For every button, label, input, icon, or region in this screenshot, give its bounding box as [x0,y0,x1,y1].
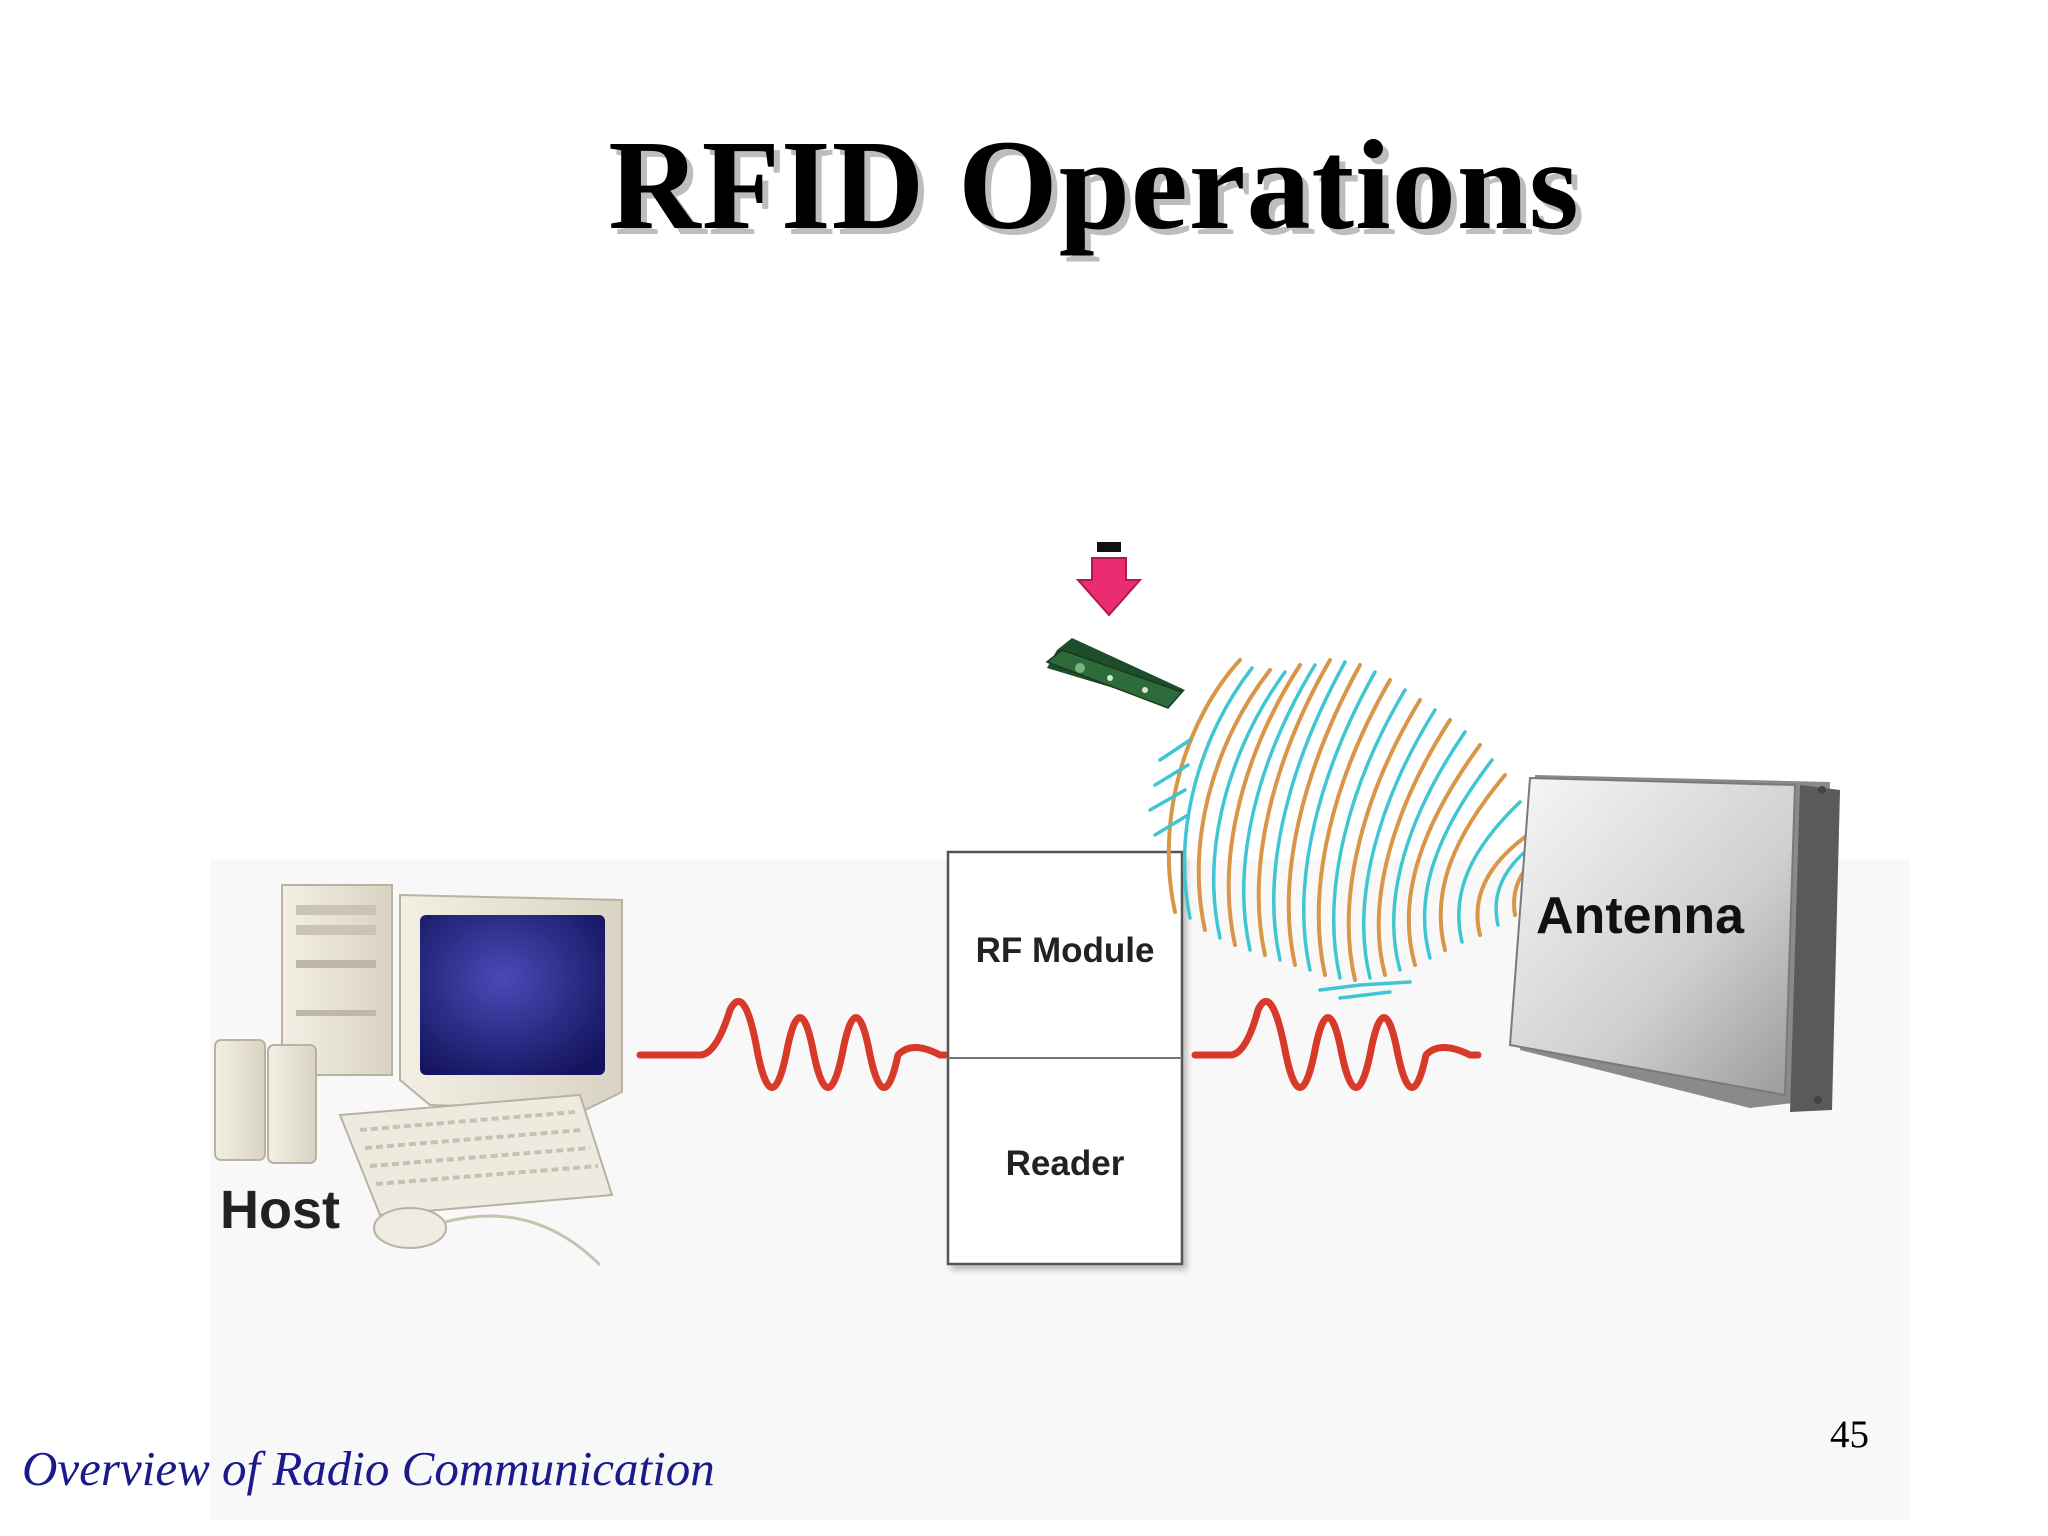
slide-title: RFID Operations [608,114,1580,256]
reader-label: Reader [1006,1144,1125,1183]
rf-field-waves [1148,658,1547,1000]
pointer-arrow-icon [1075,542,1143,617]
antenna-icon: Antenna [1508,775,1840,1112]
slide-footer: Overview of Radio Communication [22,1441,715,1496]
host-label: Host [220,1180,340,1240]
antenna-label: Antenna [1536,887,1745,945]
computer-icon: Host [214,884,623,1267]
host-reader-signal-wave [636,997,949,1091]
page-number: 45 [1830,1413,1869,1456]
reader-unit: RF Module Reader [946,850,1184,1266]
rf-module-label: RF Module [976,931,1155,970]
rfid-tag-icon [1045,638,1185,709]
reader-antenna-signal-wave [1191,997,1482,1091]
